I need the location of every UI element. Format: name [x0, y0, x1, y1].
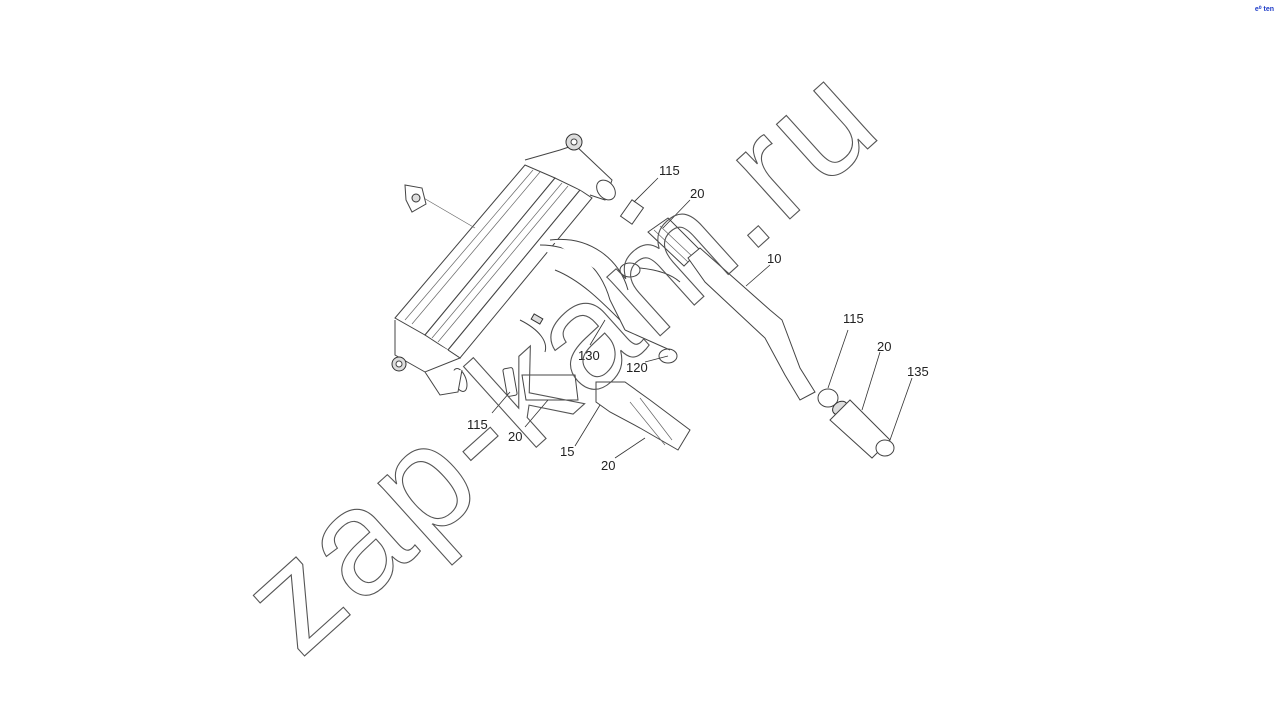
sensor-head: [411, 193, 421, 203]
mount-bushing-hole: [395, 360, 403, 368]
reducer-ribs: [629, 397, 673, 446]
callout-c11: 15: [560, 444, 574, 459]
leader-c9: [491, 391, 511, 414]
bracket-clip: [530, 313, 544, 325]
clamp-upper: [619, 262, 641, 278]
callout-c9: 115: [467, 417, 488, 432]
clamp-135: [875, 439, 895, 457]
radiator-fin-line: [431, 182, 563, 339]
callout-c12: 20: [601, 458, 615, 473]
callout-leaders: [491, 177, 913, 459]
radiator-fin-line: [437, 185, 569, 343]
lower-hose-chain: [502, 367, 691, 451]
radiator-top-bracket: [524, 144, 613, 201]
callout-c4: 115: [843, 311, 864, 326]
radiator-fin-line: [404, 169, 534, 321]
radiator-fin-line: [411, 171, 541, 325]
leader-c8: [644, 355, 669, 363]
pipe-10: [687, 247, 816, 401]
small-hose: [639, 267, 681, 283]
right-clamp-group: [817, 388, 895, 459]
callout-labels: 115 20 10 115 20 135 130 120 115 20 15 2…: [467, 163, 929, 473]
callout-c6: 135: [907, 364, 929, 379]
callout-c3: 10: [767, 251, 781, 266]
leader-c2: [662, 199, 691, 229]
watermark-text: zap-kam.ru: [209, 30, 909, 684]
internal-hose-2: [549, 238, 629, 291]
radiator-assembly: [391, 133, 629, 396]
bracket-arm: [519, 319, 547, 353]
callout-c7: 130: [578, 348, 600, 363]
internal-hose-3: [554, 269, 621, 321]
leader-c12: [614, 437, 646, 459]
hose-to-clamp-120: [624, 329, 671, 351]
callout-c10: 20: [508, 429, 522, 444]
lower-pipe: [424, 369, 463, 396]
corner-badge: e⁰ ten: [1254, 6, 1274, 13]
clamp-115-right: [817, 388, 839, 408]
leader-c3: [745, 264, 771, 287]
leader-c4: [827, 329, 849, 389]
coupler-115-upper: [619, 199, 645, 225]
coupler-115-lower: [502, 367, 518, 397]
leader-c7: [589, 319, 606, 346]
leader-c11: [574, 404, 601, 447]
leader-c5: [861, 351, 881, 411]
callout-c5: 20: [877, 339, 891, 354]
callout-c1: 115: [659, 163, 680, 178]
upper-hose-chain: [619, 199, 816, 401]
leader-c6: [889, 377, 913, 441]
hose-20-lower: [521, 374, 579, 401]
callout-c2: 20: [690, 186, 704, 201]
callout-c8: 120: [626, 360, 648, 375]
leader-c10: [524, 399, 549, 428]
hose-corrugation: [653, 225, 695, 263]
radiator-outlet-neck: [596, 179, 616, 201]
leader-c1: [633, 177, 659, 203]
mount-bushing-top-hole: [570, 138, 578, 146]
